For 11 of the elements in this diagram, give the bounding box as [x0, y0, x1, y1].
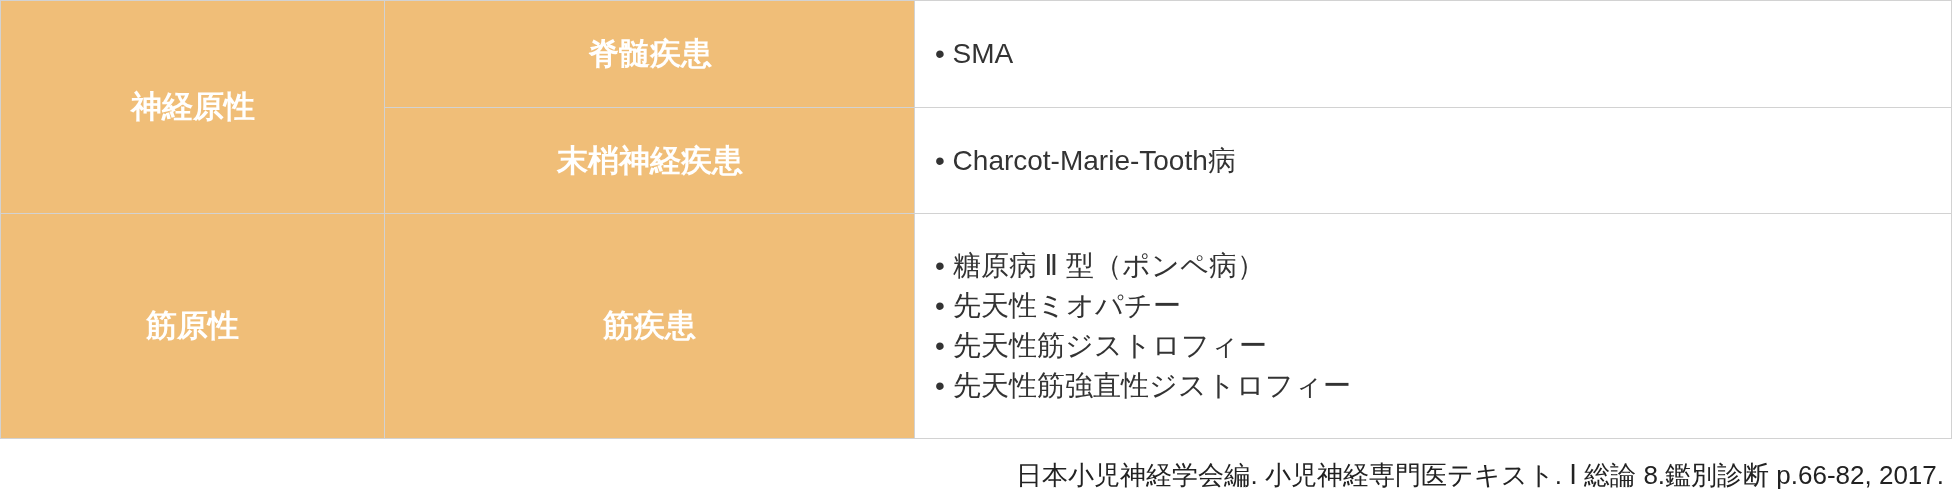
category-cell: 神経原性: [0, 0, 385, 214]
list-item: • 先天性筋強直性ジストロフィー: [935, 369, 1351, 403]
category-cell: 筋原性: [0, 213, 385, 439]
header-cell: 筋疾患: [384, 213, 915, 439]
list-item: • 糖原病 Ⅱ 型（ポンペ病）: [935, 249, 1266, 283]
header-cell: 脊髄疾患: [384, 0, 915, 108]
header-cell: 末梢神経疾患: [384, 107, 915, 214]
list-item: • 先天性ミオパチー: [935, 289, 1182, 323]
text-cell: • SMA: [914, 0, 1952, 108]
list-item: • 先天性筋ジストロフィー: [935, 329, 1268, 363]
citation: 日本小児神経学会編. 小児神経専門医テキスト. Ⅰ 総論 8.鑑別診断 p.66-82, 2017.: [1016, 459, 1944, 492]
